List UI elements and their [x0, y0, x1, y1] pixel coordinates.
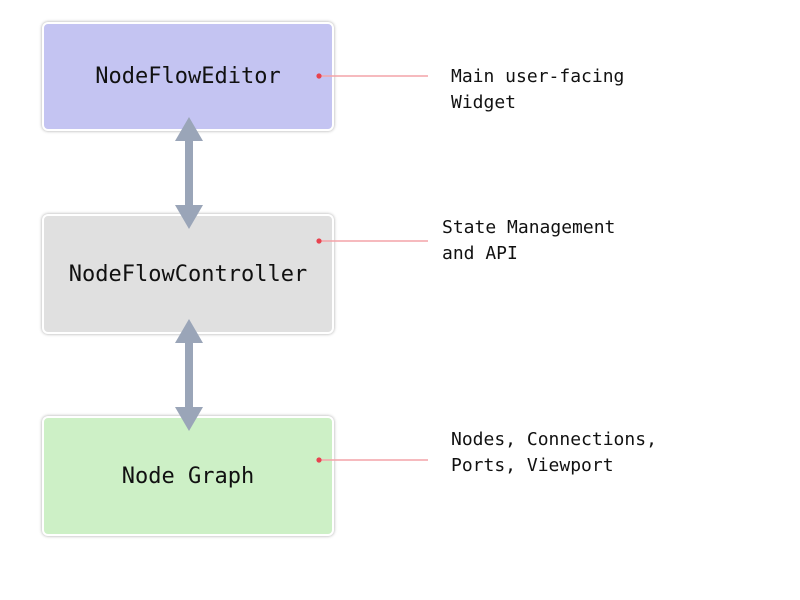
node-flow-controller-label: NodeFlowController [68, 261, 308, 287]
controller-graph-double-arrow-icon [175, 319, 203, 431]
graph-annotation: Nodes, Connections, Ports, Viewport [451, 427, 657, 479]
graph-annotation-line-1: Nodes, Connections, [451, 429, 657, 450]
controller-annotation-line-1: State Management [442, 217, 616, 238]
graph-annotation-line-2: Ports, Viewport [451, 455, 614, 476]
editor-controller-double-arrow-icon [175, 117, 203, 229]
node-flow-editor-box: NodeFlowEditor [42, 22, 334, 131]
node-flow-controller-box: NodeFlowController [42, 214, 334, 334]
node-graph-label: Node Graph [121, 463, 255, 489]
editor-annotation-line-2: Widget [451, 92, 517, 113]
node-flow-editor-label: NodeFlowEditor [95, 64, 281, 89]
editor-annotation: Main user-facing Widget [451, 64, 624, 116]
editor-annotation-line-1: Main user-facing [451, 66, 625, 87]
node-graph-box: Node Graph [42, 416, 334, 536]
controller-annotation: State Management and API [442, 215, 615, 267]
controller-annotation-line-2: and API [442, 243, 518, 264]
